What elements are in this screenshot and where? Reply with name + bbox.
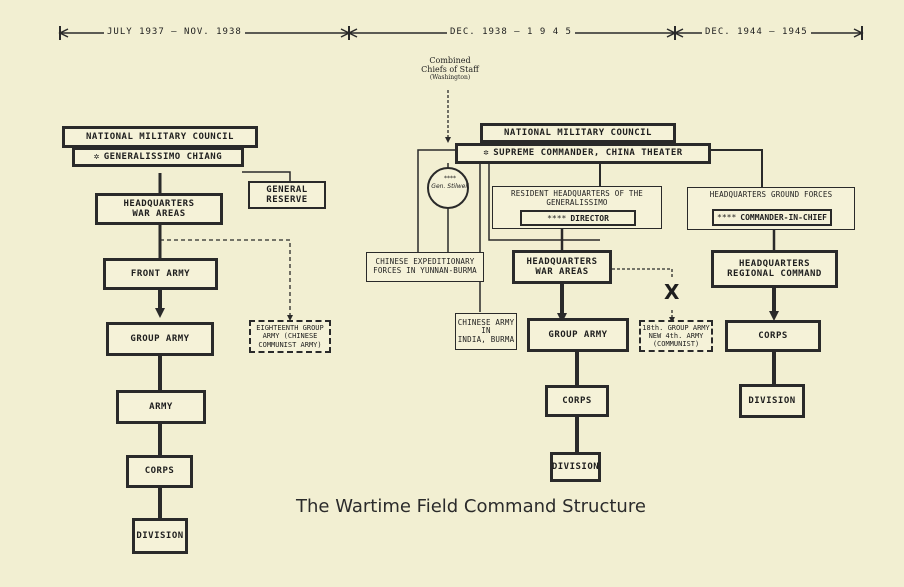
p3-commander-box: ****COMMANDER-IN-CHIEF	[712, 209, 832, 226]
p3-commander-label: COMMANDER-IN-CHIEF	[740, 213, 827, 222]
star-icon: ✲	[483, 148, 490, 159]
p1-generalissimo-label: GENERALISSIMO CHIANG	[103, 151, 223, 162]
p1-national-military-council: NATIONAL MILITARY COUNCIL	[62, 126, 258, 148]
p3-corps: CORPS	[725, 320, 821, 352]
p2-ccs-title: Combined Chiefs of Staff	[421, 56, 479, 74]
p3-hq-regional-command: HEADQUARTERS REGIONAL COMMAND	[711, 250, 838, 288]
p2-supreme-commander-label: SUPREME COMMANDER, CHINA THEATER	[493, 148, 683, 159]
p2-ccs-sub: (Washington)	[429, 73, 471, 81]
p2-stilwell-label: Gen. Stilwell	[431, 182, 469, 190]
p2-combined-chiefs: Combined Chiefs of Staff (Washington)	[400, 56, 500, 81]
p2-corps: CORPS	[545, 385, 609, 417]
p2-resident-hq-label: RESIDENT HEADQUARTERS OF THE GENERALISSI…	[510, 189, 644, 207]
p2-expeditionary-forces: CHINESE EXPEDITIONARY FORCES IN YUNNAN-B…	[366, 252, 484, 282]
p3-commander-stars: ****	[717, 213, 737, 222]
p2-communist-armies: 18th. GROUP ARMY NEW 4th. ARMY (COMMUNIS…	[639, 320, 713, 352]
p1-generalissimo-box: ✲GENERALISSIMO CHIANG	[72, 147, 244, 167]
p2-national-military-council: NATIONAL MILITARY COUNCIL	[480, 123, 676, 143]
star-icon: ✲	[93, 151, 100, 162]
p2-group-army: GROUP ARMY	[527, 318, 629, 352]
timeline-period-1: JULY 1937 — NOV. 1938	[104, 27, 245, 37]
p2-division: DIVISION	[550, 452, 601, 482]
p3-hq-ground-forces-label: HEADQUARTERS GROUND FORCES	[709, 190, 833, 199]
p2-supreme-commander-box: ✲SUPREME COMMANDER, CHINA THEATER	[455, 143, 711, 164]
p2-hq-war-areas: HEADQUARTERS WAR AREAS	[512, 250, 612, 284]
p2-severed-x-mark: X	[664, 280, 680, 304]
p1-group-army: GROUP ARMY	[106, 322, 214, 356]
p3-division: DIVISION	[739, 384, 805, 418]
p2-stilwell-stars: ****	[444, 175, 456, 182]
p1-eighteenth-group-army: EIGHTEENTH GROUP ARMY (CHINESE COMMUNIST…	[249, 320, 331, 353]
p1-general-reserve: GENERAL RESERVE	[248, 181, 326, 209]
p1-corps: CORPS	[126, 455, 193, 488]
p1-army: ARMY	[116, 390, 206, 424]
p2-director-label: DIRECTOR	[570, 213, 609, 223]
p2-stilwell-circle: **** Gen. Stilwell	[427, 175, 473, 191]
timeline-period-2: DEC. 1938 — 1 9 4 5	[447, 27, 575, 37]
p1-hq-war-areas: HEADQUARTERS WAR AREAS	[95, 193, 223, 225]
timeline-period-3: DEC. 1944 — 1945	[702, 27, 811, 37]
p1-division: DIVISION	[132, 518, 188, 554]
p2-india-burma-army: CHINESE ARMY IN INDIA, BURMA	[455, 313, 517, 350]
diagram-title: The Wartime Field Command Structure	[296, 496, 646, 517]
p2-director-stars: ****	[547, 213, 567, 223]
p2-director-box: ****DIRECTOR	[520, 210, 636, 226]
p1-front-army: FRONT ARMY	[103, 258, 218, 290]
